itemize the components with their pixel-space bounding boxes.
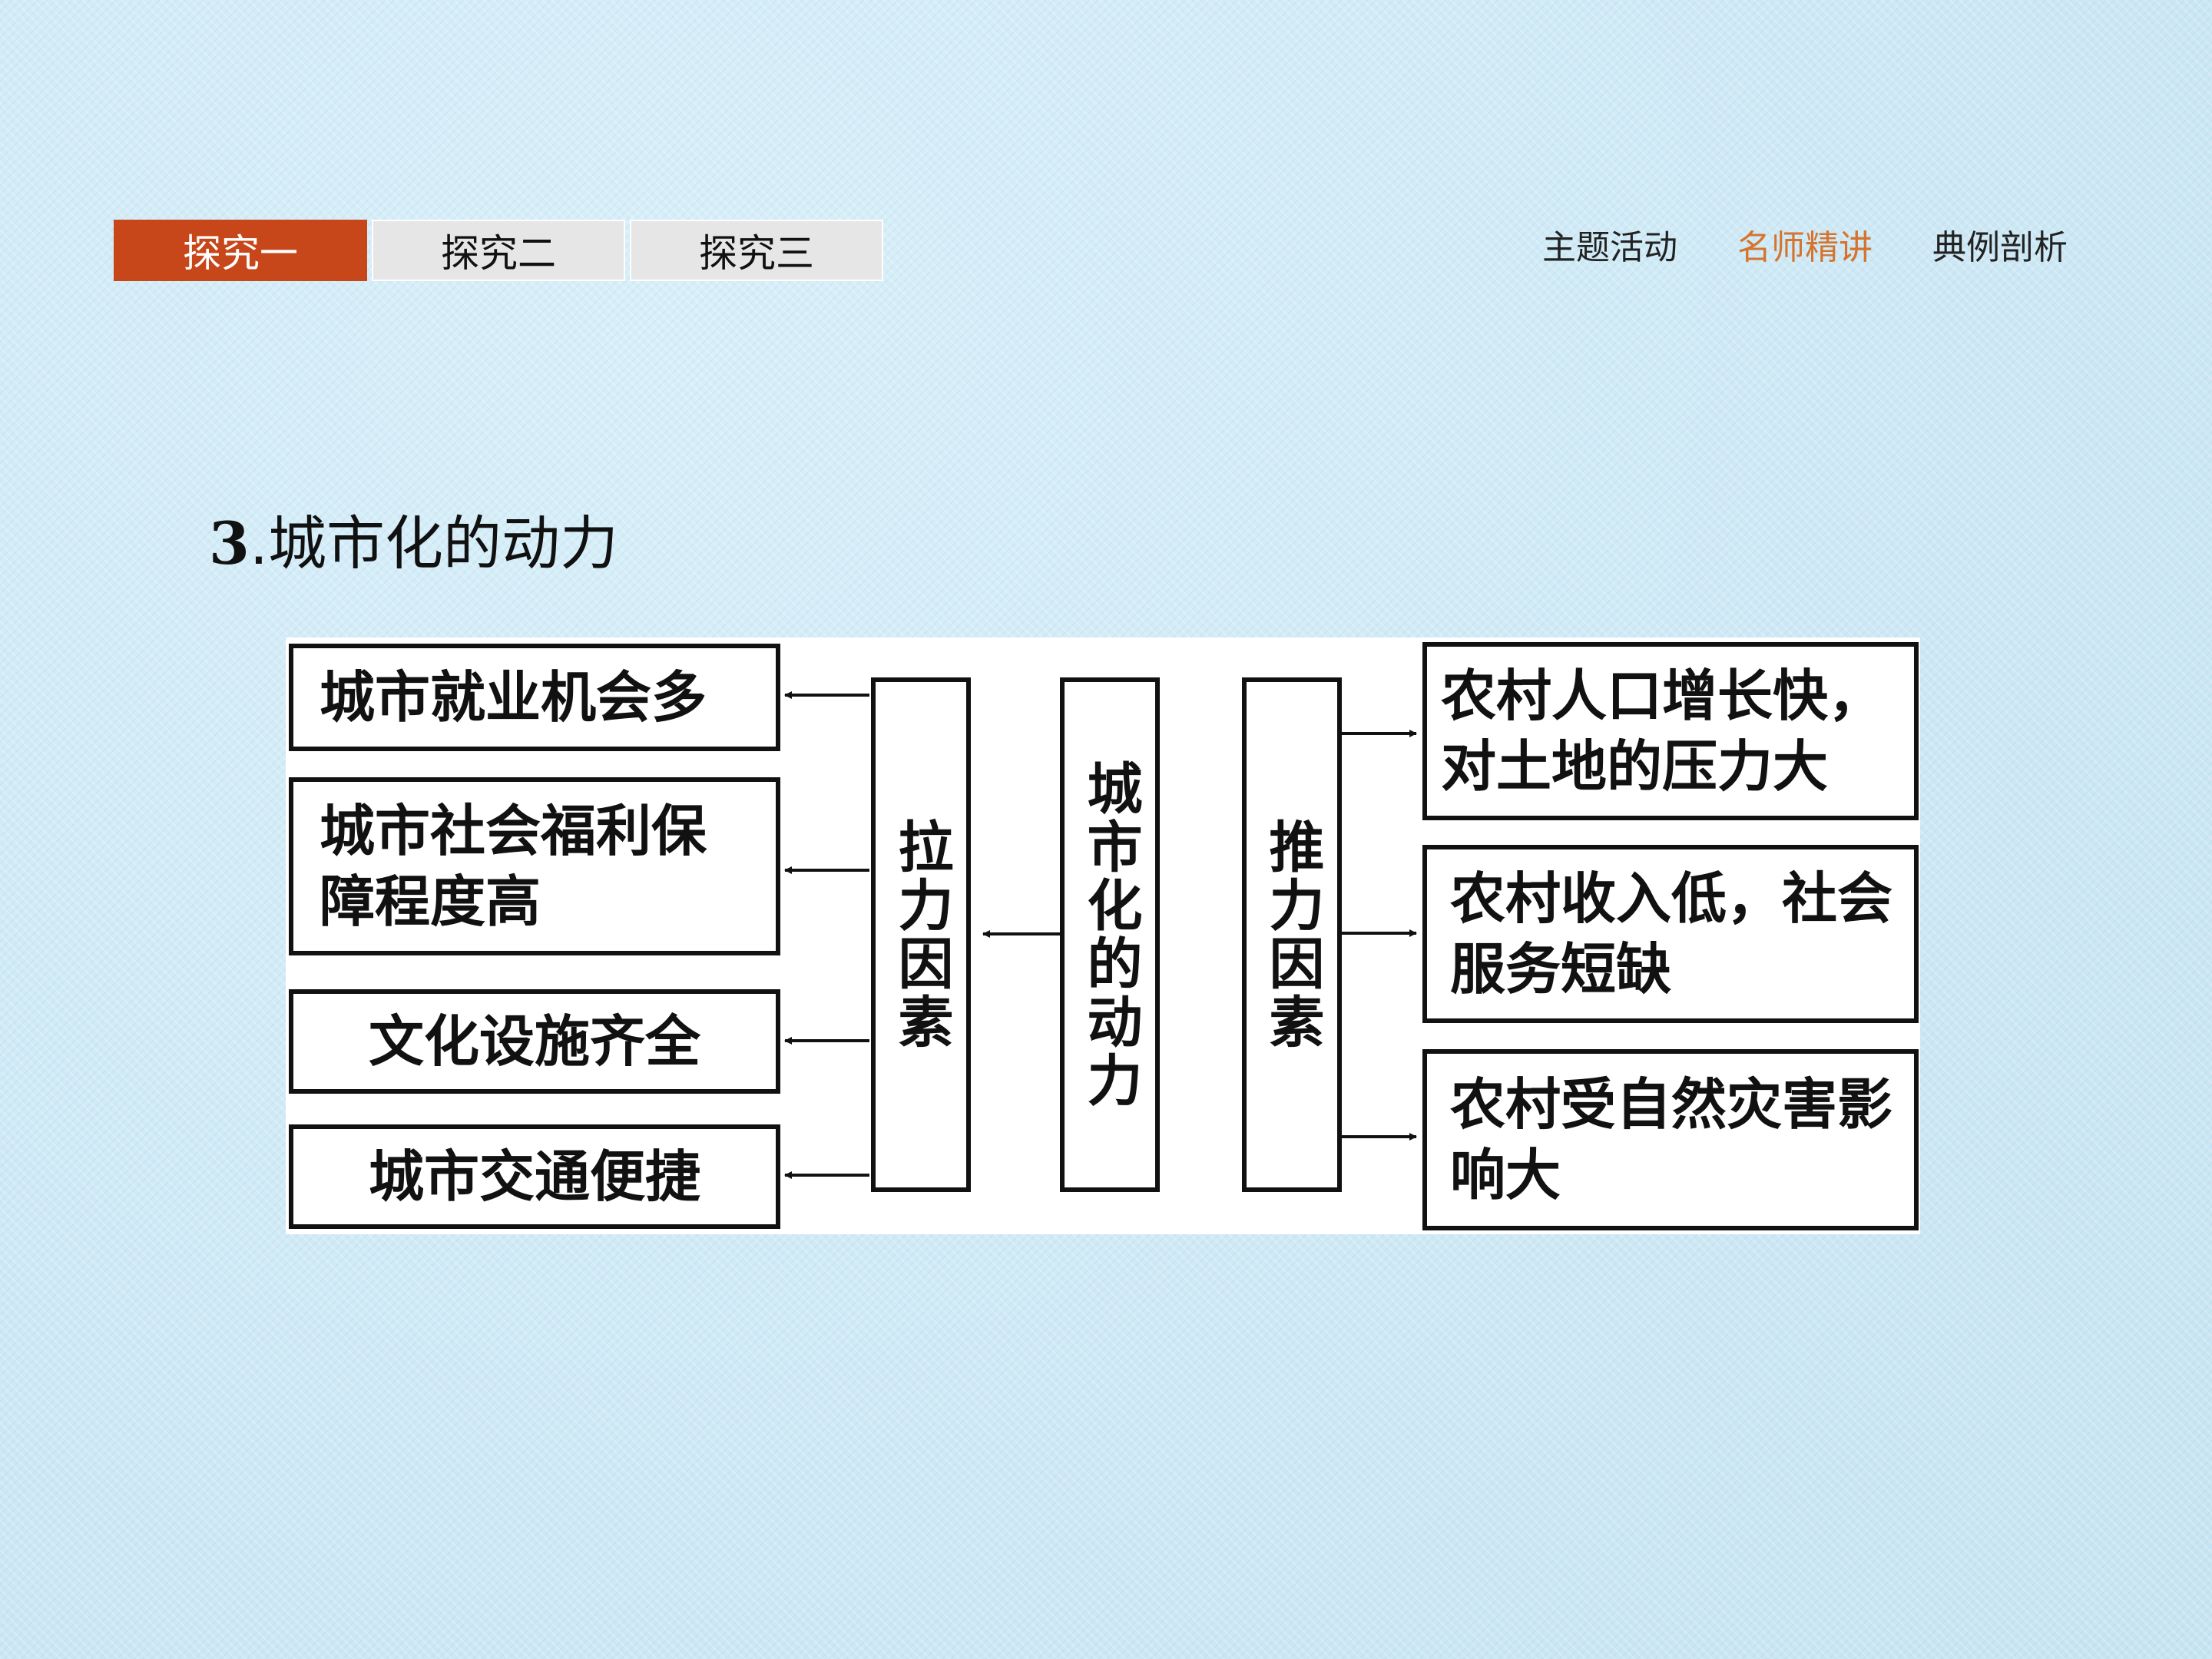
push-item-box: 农村收入低，社会服务短缺 [1422,845,1919,1023]
urbanization-diagram: 城市就业机会多 城市社会福利保障程度高 文化设施齐全 城市交通便捷 拉力因素 城… [286,637,1920,1234]
top-nav: 主题活动 名师精讲 典例剖析 [1542,223,2068,273]
push-factor-box: 推力因素 [1242,677,1342,1192]
nav-example-analysis[interactable]: 典例剖析 [1932,228,2068,267]
pull-item-box: 城市就业机会多 [289,644,780,751]
push-item-text: 农村收入低，社会服务短缺 [1450,866,1893,1002]
pull-factor-box: 拉力因素 [871,677,971,1192]
nav-teacher-explain[interactable]: 名师精讲 [1737,228,1873,267]
push-item-box: 农村受自然灾害影响大 [1422,1049,1919,1230]
section-heading: 3.城市化的动力 [209,505,618,582]
pull-factor-label: 拉力因素 [889,818,954,1051]
pull-item-box: 城市社会福利保障程度高 [289,777,780,955]
nav-theme-activity[interactable]: 主题活动 [1542,228,1677,267]
push-item-box: 农村人口增长快，对土地的压力大 [1422,642,1919,820]
pull-item-box: 文化设施齐全 [289,989,780,1094]
center-box: 城市化的动力 [1060,677,1160,1192]
pull-item-text: 城市社会福利保障程度高 [320,798,707,934]
push-factor-label: 推力因素 [1260,818,1325,1051]
heading-text: .城市化的动力 [249,509,619,578]
tab-explore-3[interactable]: 探究三 [630,220,883,281]
center-label: 城市化的动力 [1078,760,1143,1110]
pull-item-text: 城市就业机会多 [320,664,707,730]
push-item-text: 农村人口增长快，对土地的压力大 [1441,663,1884,799]
heading-number: 3 [209,509,250,578]
pull-item-text: 文化设施齐全 [368,1008,700,1074]
pull-item-text: 城市交通便捷 [368,1144,700,1209]
pull-item-box: 城市交通便捷 [289,1124,780,1229]
push-item-text: 农村受自然灾害影响大 [1450,1071,1893,1207]
tab-explore-2[interactable]: 探究二 [372,220,625,281]
tab-explore-1[interactable]: 探究一 [114,220,367,281]
section-tabs: 探究一 探究二 探究三 [114,220,888,281]
